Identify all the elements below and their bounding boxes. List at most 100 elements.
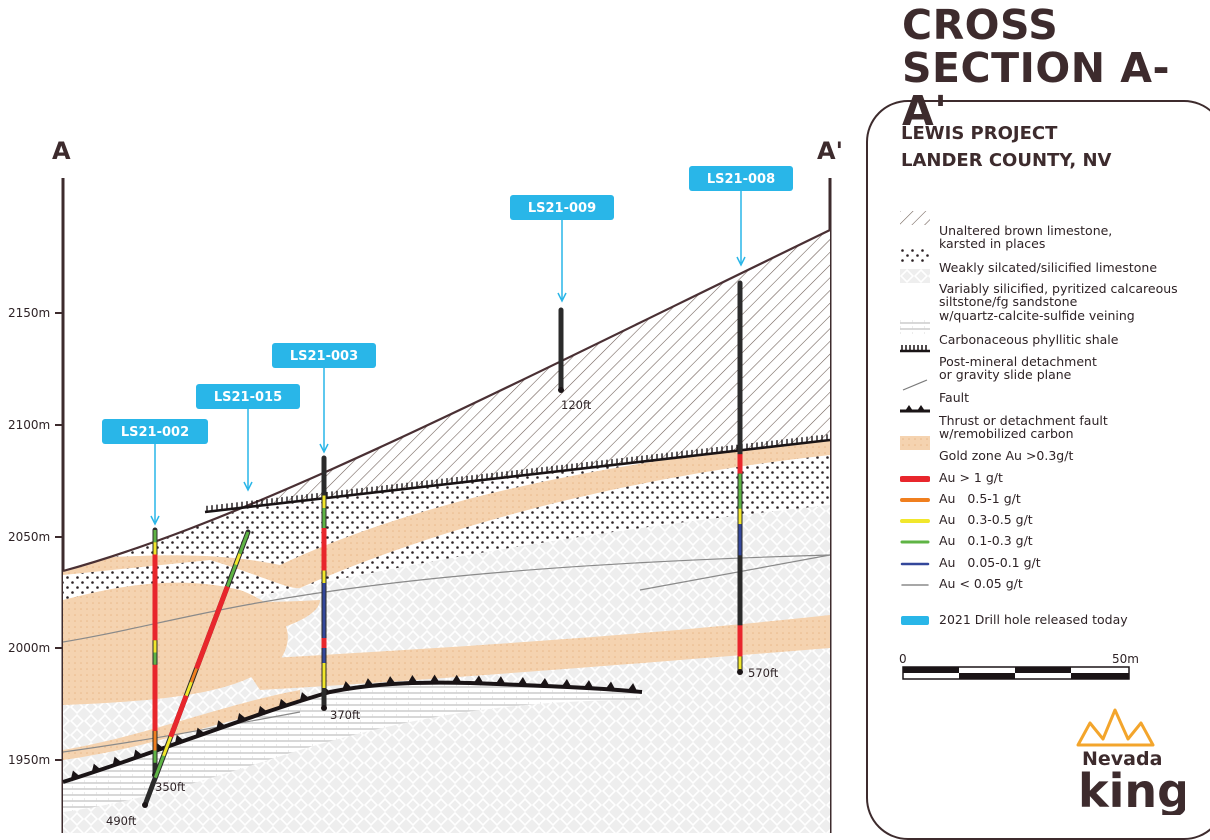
callout-ls21-009[interactable]: LS21-009 <box>510 195 614 303</box>
thrust-tooth <box>517 677 528 686</box>
thrust-tooth <box>91 763 102 773</box>
grade-swatch-green <box>900 540 930 544</box>
grade-interval <box>234 553 242 566</box>
gold-zone-lower <box>240 615 830 690</box>
legend-item-limestone: Unaltered brown limestone,karsted in pla… <box>900 210 1112 264</box>
legend-grade-5: Au 0.05-0.1 g/t <box>900 556 1041 571</box>
legend-item-shale: Carbonaceous phyllitic shale <box>900 319 1118 360</box>
callout-label-ls21-002: LS21-002 <box>121 425 189 440</box>
grade-interval <box>194 585 230 670</box>
callout-ls21-002[interactable]: LS21-002 <box>102 419 208 526</box>
grade-interval <box>153 755 165 779</box>
legend-grade-4: Au 0.1-0.3 g/t <box>900 534 1033 549</box>
grade-interval <box>184 681 193 697</box>
elev-label-2050: 2050m <box>8 530 50 544</box>
thrust-tooth <box>174 734 185 745</box>
depth-label-ls21-009: 120ft <box>561 398 592 412</box>
thrust-tooth <box>342 681 352 690</box>
gold-zone-upper <box>63 440 830 589</box>
elev-label-2000: 2000m <box>8 641 50 655</box>
released-swatch <box>901 616 929 625</box>
depth-label-ls21-015: 490ft <box>106 814 137 828</box>
callout-label-ls21-015: LS21-015 <box>214 390 282 405</box>
depth-label-ls21-008: 570ft <box>748 666 779 680</box>
detachment-ticks <box>206 434 828 512</box>
callout-label-ls21-009: LS21-009 <box>528 201 596 216</box>
elev-label-2150: 2150m <box>8 306 50 320</box>
drill-holes <box>142 280 743 808</box>
thrust-tooth <box>429 674 440 683</box>
logo-text-nevada: Nevada <box>1082 748 1162 770</box>
released-label: 2021 Drill hole released today <box>939 612 1128 627</box>
depth-label-ls21-002: 350ft <box>155 780 186 794</box>
drill-hole-ls21-002 <box>152 527 158 778</box>
legend-item-fault: Fault <box>900 377 969 418</box>
legend-grade-1: Au > 1 g/t <box>900 471 1003 486</box>
thrust-swatch <box>900 405 930 413</box>
legend-item-siltstone: Variably silicified, pyritized calcareou… <box>900 268 1178 336</box>
grade-label-3: Au 0.3-0.5 g/t <box>939 512 1033 527</box>
cross-section-diagram: 2150m 2100m 2050m 2000m 1950m A A' LS21-… <box>8 137 843 833</box>
callout-ls21-015[interactable]: LS21-015 <box>196 384 300 492</box>
title-line-1: CROSS <box>902 1 1059 49</box>
thrust-tooth <box>451 674 462 683</box>
thrust-tooth <box>583 680 594 689</box>
callout-ls21-003[interactable]: LS21-003 <box>272 343 376 454</box>
grade-label-2: Au 0.5-1 g/t <box>939 491 1021 506</box>
scale-end-label: 50m <box>1112 652 1139 666</box>
thrust-tooth <box>216 720 226 730</box>
drill-hole-ls21-015 <box>142 529 251 808</box>
thrust-tooth <box>385 676 396 685</box>
thrust-tooth <box>133 749 143 759</box>
thrust-tooth <box>627 683 638 692</box>
legend-label-limestone: Unaltered brown limestone,karsted in pla… <box>939 222 1113 251</box>
grade-label-4: Au 0.1-0.3 g/t <box>939 533 1033 548</box>
depth-label-ls21-003: 370ft <box>330 708 361 722</box>
logo-text-king: king <box>1078 764 1185 815</box>
thrust-tooth <box>363 678 374 687</box>
elev-label-2100: 2100m <box>8 418 50 432</box>
dots-swatch <box>900 248 930 262</box>
legend-released: 2021 Drill hole released today <box>900 613 1128 628</box>
grade-interval <box>225 564 238 588</box>
grade-swatch-blue <box>900 562 930 566</box>
grade-interval <box>162 736 173 757</box>
topography-line <box>62 229 831 573</box>
project-line-2: LANDER COUNTY, NV <box>901 150 1112 171</box>
legend-label-fault: Fault <box>939 389 969 405</box>
hole-end-marker <box>142 802 148 808</box>
grade-label-1: Au > 1 g/t <box>939 470 1003 485</box>
fault-line-right <box>639 554 830 591</box>
hole-end-marker <box>558 387 564 393</box>
nevada-king-logo: Nevada king <box>1076 708 1185 815</box>
grade-swatch-gray <box>901 584 929 586</box>
grade-interval <box>168 694 189 738</box>
title-line-2: SECTION A-A' <box>902 44 1171 135</box>
thrust-tooth <box>70 770 81 780</box>
callout-ls21-008[interactable]: LS21-008 <box>689 166 793 267</box>
thrust-tooth <box>539 677 550 687</box>
legend-item-gold-zone: Gold zone Au >0.3g/t <box>900 435 1073 476</box>
thrust-tooth <box>278 698 289 709</box>
legend-label-silicified-limestone: Weakly silcated/silicified limestone <box>939 259 1158 275</box>
section-end-a: A <box>52 137 71 165</box>
legend-label-shale: Carbonaceous phyllitic shale <box>939 331 1119 347</box>
grade-label-5: Au 0.05-0.1 g/t <box>939 555 1041 570</box>
thrust-tooth <box>605 681 616 690</box>
section-end-a-prime: A' <box>817 137 843 165</box>
hole-end-marker <box>737 669 743 675</box>
fault-line <box>63 554 830 643</box>
thrust-tooth <box>195 727 205 737</box>
diamond-swatch <box>900 269 930 283</box>
thrust-tooth <box>473 675 484 684</box>
scale-start-label: 0 <box>899 652 907 666</box>
drill-hole-ls21-003 <box>321 455 327 711</box>
grade-swatch-red <box>900 476 930 482</box>
legend-grade-6: Au < 0.05 g/t <box>900 577 1023 592</box>
thrust-tooth <box>561 678 572 688</box>
grade-swatch-orange <box>900 498 930 502</box>
limestone-unit <box>205 230 830 512</box>
